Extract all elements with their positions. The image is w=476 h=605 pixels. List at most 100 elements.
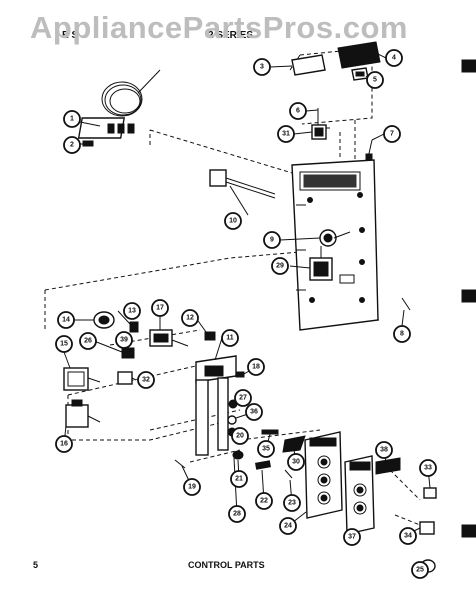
block-part	[121, 347, 135, 359]
dial-panel-24	[304, 431, 343, 519]
svg-text:24: 24	[284, 523, 292, 530]
svg-text:28: 28	[233, 511, 241, 518]
callout-2: 2	[63, 136, 81, 154]
callout-4: 4	[385, 49, 403, 67]
callout-26: 26	[79, 332, 97, 350]
main-panel	[291, 159, 411, 331]
callout-12: 12	[181, 309, 199, 327]
diagram-title: CONTROL PARTS	[188, 560, 265, 570]
plate-part	[117, 371, 133, 385]
svg-text:22: 22	[260, 498, 268, 505]
callout-30: 30	[287, 453, 305, 471]
svg-text:3: 3	[260, 64, 264, 71]
callout-18: 18	[247, 358, 265, 376]
callout-27: 27	[234, 389, 252, 407]
svg-text:13: 13	[128, 308, 136, 315]
svg-text:17: 17	[156, 305, 164, 312]
svg-text:32: 32	[142, 377, 150, 384]
screw-19	[174, 459, 186, 469]
svg-text:33: 33	[424, 465, 432, 472]
svg-text:19: 19	[188, 484, 196, 491]
knob-33	[423, 487, 437, 499]
callout-32: 32	[137, 371, 155, 389]
callout-25: 25	[411, 561, 429, 579]
callout-38: 38	[375, 441, 393, 459]
callout-36: 36	[245, 403, 263, 421]
callout-13: 13	[123, 302, 141, 320]
svg-text:36: 36	[250, 409, 258, 416]
callout-11: 11	[221, 329, 239, 347]
svg-text:5: 5	[373, 77, 377, 84]
heater-rod	[209, 169, 276, 199]
dial-panel-37	[344, 455, 375, 535]
small-switch-part	[129, 321, 139, 333]
callout-9: 9	[263, 231, 281, 249]
callout-20: 20	[231, 427, 249, 445]
svg-text:39: 39	[120, 337, 128, 344]
svg-text:31: 31	[282, 131, 290, 138]
callout-10: 10	[224, 212, 242, 230]
callout-5: 5	[366, 71, 384, 89]
svg-text:16: 16	[60, 441, 68, 448]
callout-37: 37	[343, 528, 361, 546]
binding-mark-middle	[461, 289, 476, 303]
svg-text:23: 23	[288, 500, 296, 507]
callout-6: 6	[289, 102, 307, 120]
svg-text:15: 15	[60, 341, 68, 348]
binding-mark-bottom	[461, 524, 476, 538]
callout-16: 16	[55, 435, 73, 453]
pin-part	[261, 429, 279, 435]
callout-29: 29	[271, 257, 289, 275]
svg-text:4: 4	[392, 55, 396, 62]
header-left: E S	[62, 30, 78, 41]
svg-text:11: 11	[226, 335, 234, 342]
callout-1: 1	[63, 110, 81, 128]
callout-34: 34	[399, 527, 417, 545]
callout-39: 39	[115, 331, 133, 349]
thermostat-part	[77, 69, 161, 139]
header-center: 2 SERIES	[208, 30, 253, 41]
svg-text:8: 8	[400, 331, 404, 338]
svg-text:10: 10	[229, 218, 237, 225]
screw-part	[82, 140, 94, 147]
callout-17: 17	[151, 299, 169, 317]
svg-text:25: 25	[416, 567, 424, 574]
connector-part	[204, 331, 216, 341]
svg-text:34: 34	[404, 533, 412, 540]
callout-14: 14	[57, 311, 75, 329]
callout-19: 19	[183, 478, 201, 496]
svg-text:27: 27	[239, 395, 247, 402]
callout-24: 24	[279, 517, 297, 535]
binding-mark-top	[461, 59, 476, 73]
svg-text:30: 30	[292, 459, 300, 466]
watermark-text: AppliancePartsPros.com	[30, 10, 408, 45]
svg-text:7: 7	[390, 131, 394, 138]
svg-text:1: 1	[70, 116, 74, 123]
svg-text:29: 29	[276, 263, 284, 270]
svg-text:20: 20	[236, 433, 244, 440]
callout-21: 21	[230, 470, 248, 488]
svg-text:6: 6	[296, 108, 300, 115]
clip-part	[282, 435, 306, 453]
relay-part	[149, 329, 189, 347]
svg-text:21: 21	[235, 476, 243, 483]
callout-23: 23	[283, 494, 301, 512]
knob-34	[419, 521, 435, 535]
bushing-part	[232, 450, 244, 460]
callout-33: 33	[419, 459, 437, 477]
svg-text:14: 14	[62, 317, 70, 324]
page-number: 5	[33, 560, 38, 570]
svg-text:38: 38	[380, 447, 388, 454]
svg-text:2: 2	[70, 142, 74, 149]
svg-text:18: 18	[252, 364, 260, 371]
callout-8: 8	[393, 325, 411, 343]
callout-3: 3	[253, 58, 271, 76]
svg-text:35: 35	[262, 446, 270, 453]
svg-text:9: 9	[270, 237, 274, 244]
transformer-part	[63, 367, 101, 391]
callout-22: 22	[255, 492, 273, 510]
callout-31: 31	[277, 125, 295, 143]
control-bracket-part	[195, 355, 237, 456]
